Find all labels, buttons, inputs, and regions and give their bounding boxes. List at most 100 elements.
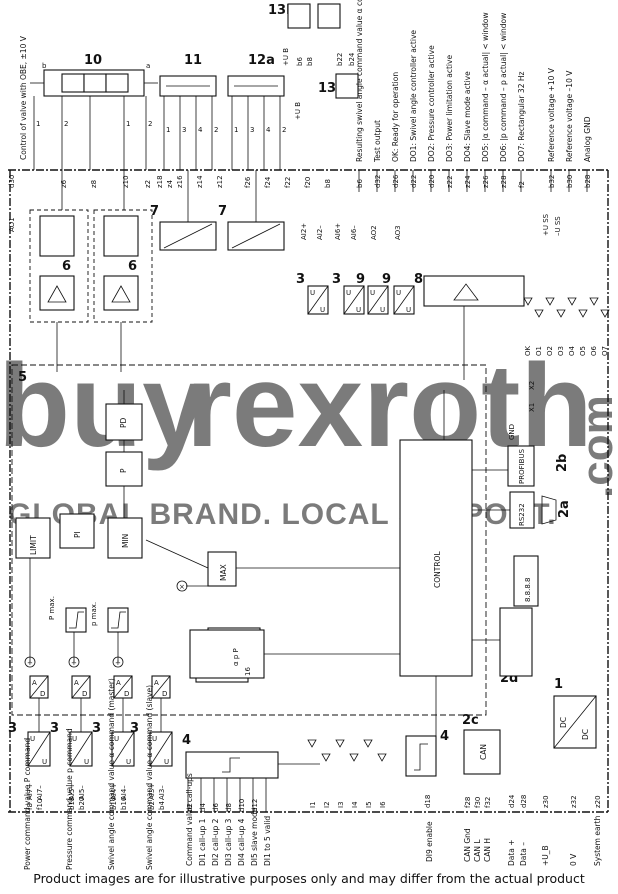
block-9-driver — [423, 275, 525, 307]
bottom-led-label-3: I4 — [351, 801, 359, 808]
left-signal-label-2-0: AI4+ — [110, 783, 118, 800]
left-signal-label-0-0: AI7+ — [26, 783, 34, 800]
left-signal-label-3-0: AI3+ — [148, 783, 156, 800]
top-converter-0-in: U — [310, 289, 315, 297]
sensor13b-label-1: b6 — [296, 57, 304, 66]
analog-label-0: AI2+ — [300, 223, 308, 240]
analog-label-2: AI6+ — [334, 223, 342, 240]
right-output-desc-3: DO1: Swivel angle controller active — [409, 30, 418, 162]
block-number-7a: 7 — [150, 204, 159, 219]
left-signal-label-1-1: AI5– — [78, 785, 86, 800]
valve-spool-a — [61, 73, 85, 93]
svg-text:+: + — [71, 659, 77, 667]
pi-label: PI — [73, 531, 82, 538]
block-number-4b: 4 — [440, 729, 449, 744]
top-converter-2-out: U — [380, 306, 385, 314]
right-output-list: Resulting swivel angle command value α c… — [355, 0, 592, 192]
top-converter-3-diag — [393, 285, 415, 315]
right-output-desc-6: DO4: Slave mode active — [463, 71, 472, 162]
cable11-wire-1: 3 — [182, 126, 186, 134]
left-signal-pin-b14: b14 — [110, 796, 118, 810]
top-converter-1-diag — [343, 285, 365, 315]
top-pin-z14: z14 — [196, 175, 204, 188]
bottom-input-desc-5: DI5 slave mode — [250, 807, 259, 866]
left-converter-2-out: U — [126, 758, 131, 766]
left-signal-desc-2: Swivel angle command value α command (ma… — [107, 678, 116, 870]
left-ad-2-in: A — [116, 679, 121, 687]
analog-label-3: AI6– — [350, 225, 358, 240]
power-label-0: Data + — [507, 839, 516, 866]
cable11-wire-0: 1 — [166, 126, 170, 134]
power-pin-d24: d24 — [508, 794, 516, 808]
analog-label-1: AI2– — [316, 225, 324, 240]
left-signal-desc-1: Pressure command value p command — [65, 728, 74, 870]
bottom-led-0 — [307, 739, 317, 748]
right-output-desc-8: DO6: |p command – p actual| < window — [499, 13, 508, 162]
sensor13b-label-3: b22 — [336, 53, 344, 66]
left-converter-0-diag — [27, 731, 51, 767]
right-output-pin-b28: b28 — [584, 175, 592, 188]
right-led-1 — [534, 309, 544, 318]
right-output-pin-z24: z24 — [464, 175, 472, 188]
right-led-label-0: OK — [524, 345, 532, 356]
sensor-13b-a — [287, 3, 311, 29]
left-signal-pin-b4: b4 — [158, 801, 166, 810]
block-number-4a: 4 — [182, 733, 191, 748]
power-label-2: +U_B — [541, 845, 550, 866]
bottom-led-4 — [363, 739, 373, 748]
top-converter-3-in: U — [396, 289, 401, 297]
cable11-wire-3: 2 — [214, 126, 218, 134]
left-converter-2-in: U — [114, 735, 119, 743]
di9-pin: d18 — [424, 795, 432, 808]
pi-block — [59, 513, 95, 549]
left-signal-desc-0: Power command value P command — [23, 738, 32, 870]
top-left-desc: Control of valve with OBE, ±10 V — [19, 35, 28, 160]
right-output-desc-11: Reference voltage –10 V — [565, 70, 574, 162]
block-6a-converter — [39, 215, 75, 257]
disclaimer-footer: Product images are for illustrative purp… — [33, 871, 585, 886]
right-led-label-6: O6 — [590, 345, 598, 356]
can-label-1: CAN L — [473, 839, 482, 862]
svg-text:8.8.8.8: 8.8.8.8 — [524, 578, 532, 603]
max-label: MAX — [219, 564, 228, 581]
valve-spool-b — [83, 73, 107, 93]
sensor13b-label-0: +U B — [282, 48, 290, 66]
pd-block — [105, 403, 143, 441]
pmax2-label: p max. — [90, 602, 98, 626]
svg-text:a: a — [146, 62, 150, 70]
top-converter-2-in: U — [370, 289, 375, 297]
right-led-2 — [545, 297, 555, 306]
left-signal-pin-b18: b18 — [68, 797, 76, 810]
bottom-input-desc-4: DI4 call-up 4 — [237, 818, 246, 866]
block-6-region-a — [29, 209, 89, 323]
right-output-pin-d22: d22 — [410, 175, 418, 188]
right-led-label-5: O5 — [579, 346, 587, 356]
x1-label: X1 — [528, 403, 536, 412]
di9-desc: DI9 enable — [425, 821, 434, 862]
svg-text:×: × — [179, 583, 185, 591]
right-output-desc-12: Analog GND — [583, 116, 592, 162]
block-2d — [499, 607, 533, 677]
top-converter-1-in: U — [346, 289, 351, 297]
top-pin-d30: d30 — [8, 175, 16, 188]
power-label-3: 0 V — [569, 853, 578, 866]
left-ad-3-diag — [151, 675, 171, 699]
left-ad-1-out: D — [82, 690, 87, 698]
pmax-label: P max. — [48, 596, 56, 620]
left-converter-3-out: U — [164, 758, 169, 766]
right-led-6 — [589, 297, 599, 306]
cable10-wire-4: 2 — [148, 120, 152, 128]
block-number-2a: 2a — [557, 500, 572, 518]
bottom-led-1 — [321, 753, 331, 762]
seven-segment-display — [513, 555, 539, 607]
left-ad-0-in: A — [32, 679, 37, 687]
